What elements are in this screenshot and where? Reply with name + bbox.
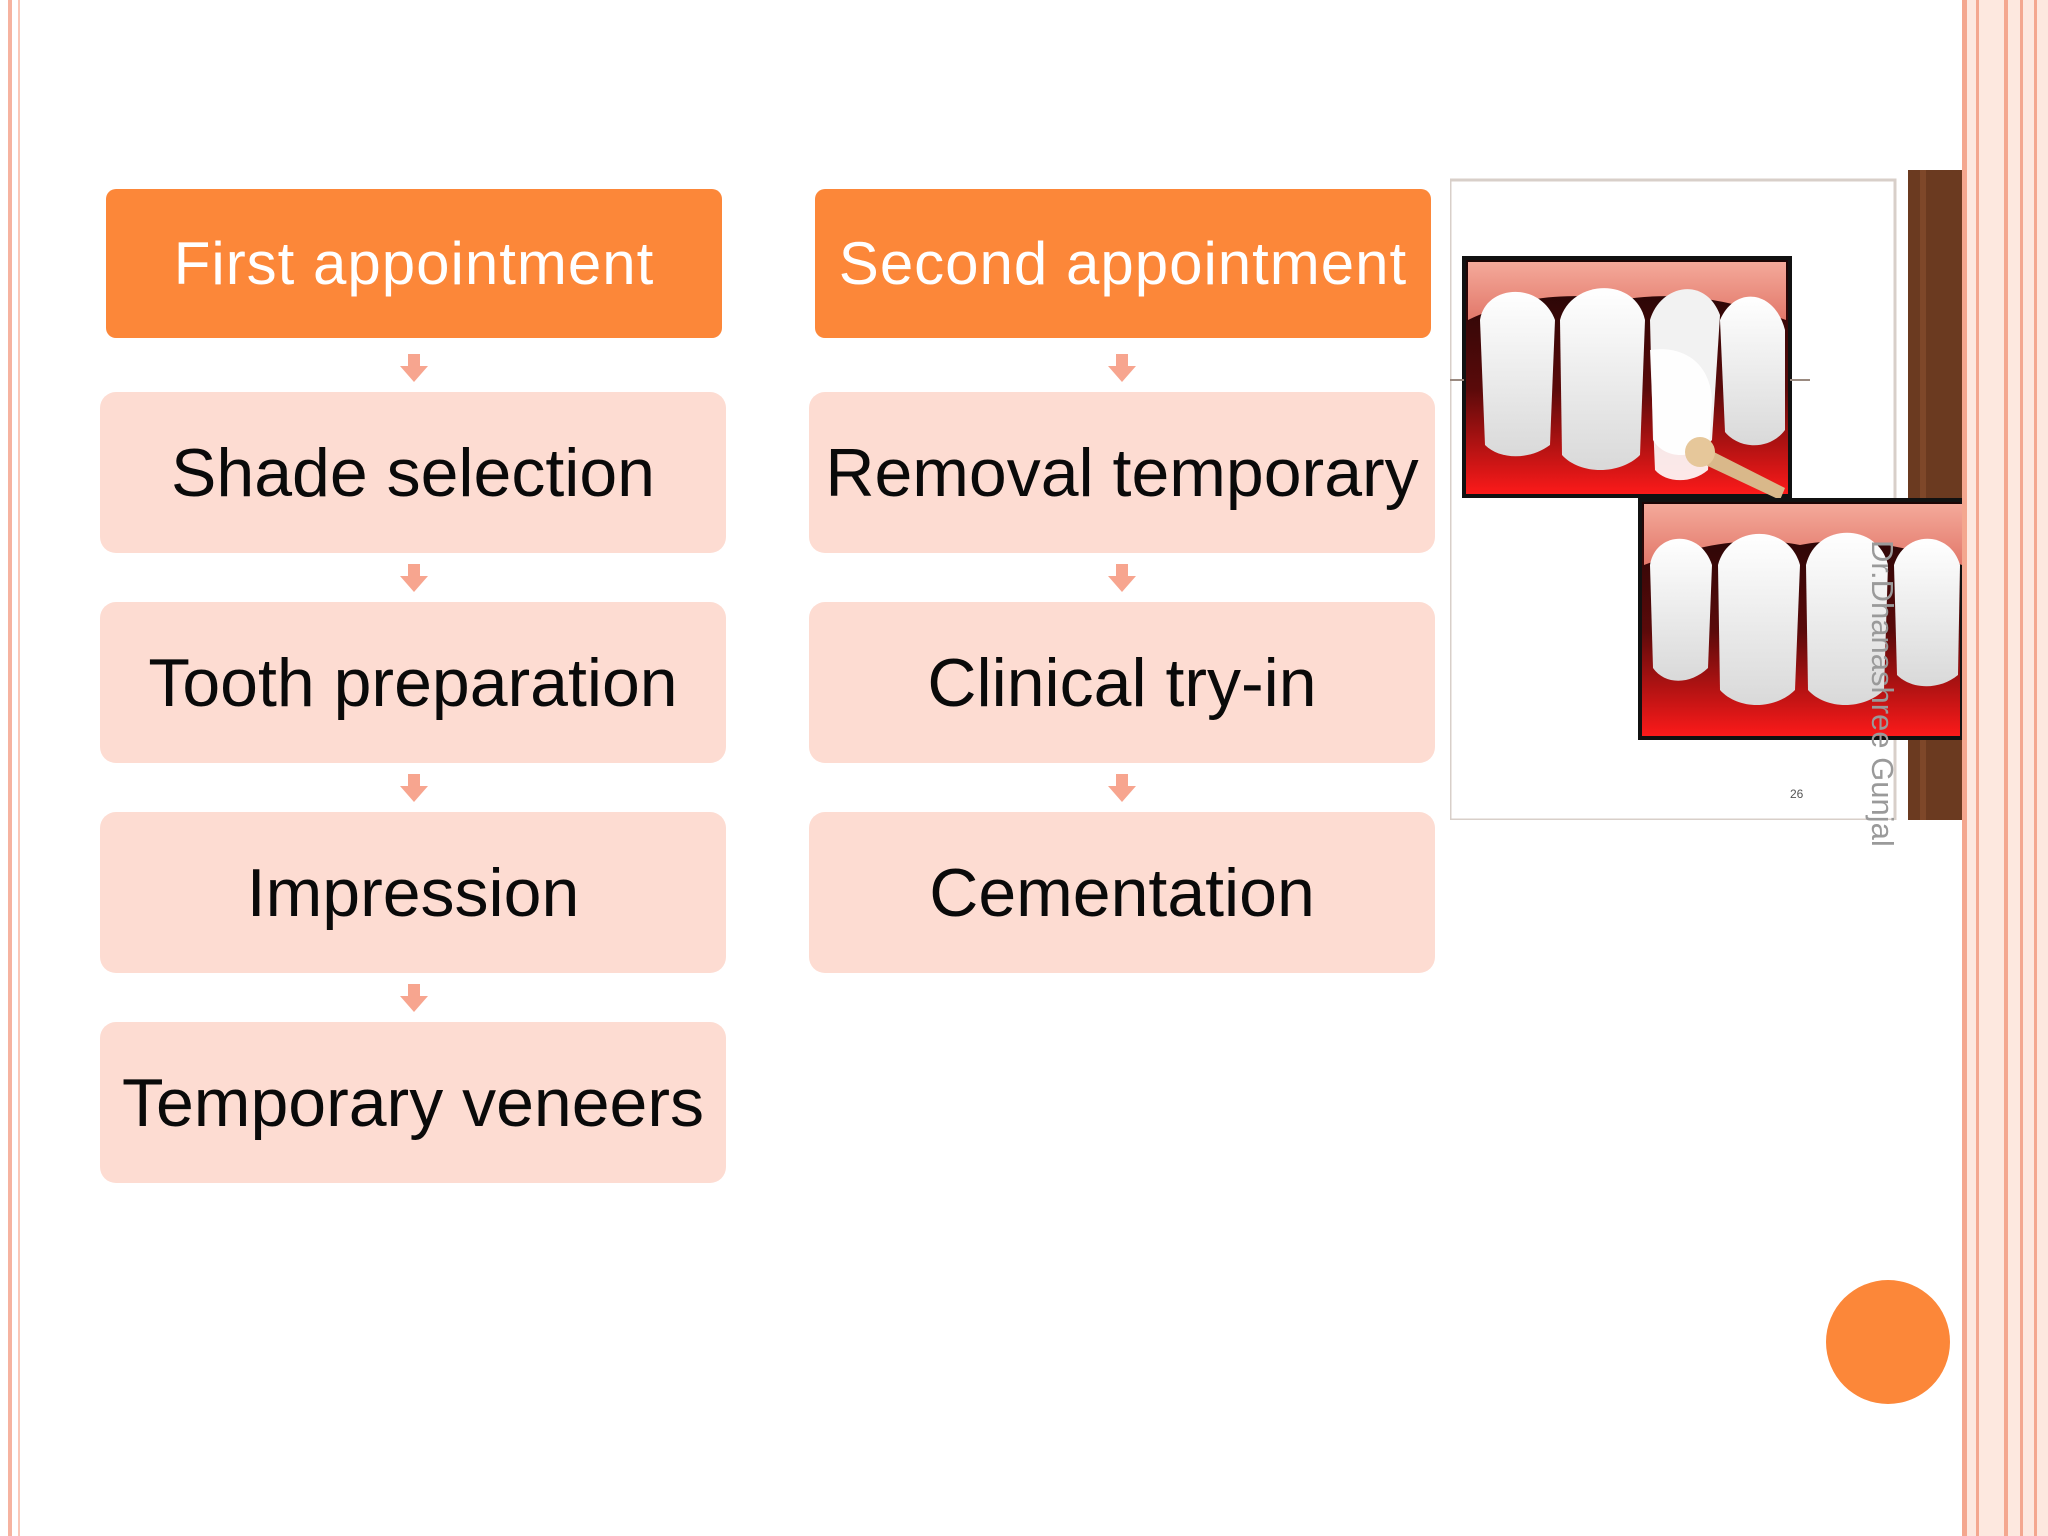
- first-appointment-header: First appointment: [106, 189, 722, 338]
- decorative-circle: [1826, 1280, 1950, 1404]
- first-appointment-title: First appointment: [173, 230, 655, 297]
- step-clinical-try-in: Clinical try-in: [809, 602, 1435, 763]
- down-arrow-icon: [400, 564, 428, 592]
- down-arrow-icon: [400, 354, 428, 382]
- left-border-line-inner: [18, 0, 20, 1536]
- right-border-line: [2020, 0, 2023, 1536]
- right-border-line: [2034, 0, 2037, 1536]
- down-arrow-icon: [400, 774, 428, 802]
- step-label: Shade selection: [171, 434, 655, 511]
- step-cementation: Cementation: [809, 812, 1435, 973]
- step-label: Impression: [246, 854, 580, 931]
- step-impression: Impression: [100, 812, 726, 973]
- second-appointment-title: Second appointment: [838, 230, 1408, 297]
- down-arrow-icon: [1108, 564, 1136, 592]
- author-caption: Dr.Dhanashree Gunjal: [1865, 540, 1900, 847]
- step-temporary-veneers: Temporary veneers: [100, 1022, 726, 1183]
- right-border-line: [2004, 0, 2008, 1536]
- step-label: Tooth preparation: [148, 644, 678, 721]
- left-border-line: [8, 0, 12, 1536]
- veneer-illustration: 26: [1450, 170, 1962, 820]
- step-label: Temporary veneers: [121, 1064, 705, 1141]
- step-removal-temporary: Removal temporary: [809, 392, 1435, 553]
- step-label: Cementation: [929, 854, 1315, 931]
- down-arrow-icon: [1108, 354, 1136, 382]
- right-border-line: [1962, 0, 1967, 1536]
- right-border-line: [1976, 0, 1979, 1536]
- second-appointment-header: Second appointment: [815, 189, 1431, 338]
- down-arrow-icon: [400, 984, 428, 1012]
- down-arrow-icon: [1108, 774, 1136, 802]
- step-label: Removal temporary: [825, 434, 1419, 511]
- step-shade-selection: Shade selection: [100, 392, 726, 553]
- page-number: 26: [1790, 787, 1804, 801]
- step-label: Clinical try-in: [927, 644, 1317, 721]
- step-tooth-preparation: Tooth preparation: [100, 602, 726, 763]
